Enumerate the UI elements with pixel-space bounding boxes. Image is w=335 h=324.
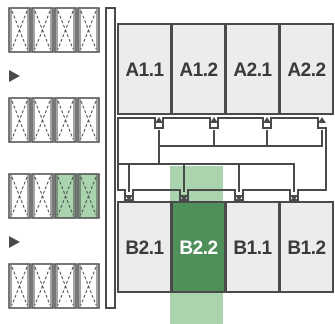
arrow-up-icon — [318, 117, 326, 123]
arrow-down-icon — [290, 195, 298, 201]
legend-row — [8, 263, 100, 309]
top-cell: A1.2 — [171, 23, 226, 115]
arrow-down-icon — [125, 195, 133, 201]
bottom-cell: B1.2 — [279, 201, 334, 293]
cell-label: A2.2 — [287, 60, 325, 81]
routing-network — [117, 117, 327, 201]
right-triangle-icon — [9, 236, 20, 248]
legend-block — [77, 263, 100, 309]
route-wires — [118, 130, 323, 192]
routing-arrowheads — [125, 117, 326, 201]
bottom-cell: B2.2 — [171, 201, 226, 293]
cell-label: B1.2 — [287, 238, 325, 259]
legend-rows — [8, 7, 100, 309]
legend-block — [8, 97, 31, 143]
cell-label: A1.1 — [125, 60, 164, 81]
bottom-cell-row: B2.1 B2.2 B1.1 B1.2 — [117, 201, 334, 293]
top-cell-row: A1.1 A1.2 A2.1 A2.2 — [117, 23, 334, 115]
cell-label: B1.1 — [233, 238, 272, 259]
cell-label: B2.2 — [179, 238, 217, 259]
legend-block — [8, 7, 31, 53]
legend-block — [54, 7, 77, 53]
cell-label: B2.1 — [125, 238, 164, 259]
arrow-down-icon — [235, 195, 243, 201]
right-triangle-icon — [9, 70, 20, 82]
legend-block — [54, 97, 77, 143]
legend-block — [54, 173, 77, 219]
cell-label: A2.1 — [233, 60, 272, 81]
legend-block — [54, 263, 77, 309]
legend-block — [31, 263, 54, 309]
bottom-cell: B2.1 — [117, 201, 172, 293]
legend-block — [8, 173, 31, 219]
arrow-down-icon — [180, 195, 188, 201]
legend-block — [31, 7, 54, 53]
top-cell: A1.1 — [117, 23, 172, 115]
arrow-up-icon — [263, 117, 271, 123]
legend-row — [8, 7, 100, 53]
bottom-cell: B1.1 — [225, 201, 280, 293]
arrow-up-icon — [210, 117, 218, 123]
legend-block — [77, 97, 100, 143]
cell-label: A1.2 — [179, 60, 217, 81]
legend-row — [8, 97, 100, 143]
top-cell: A2.2 — [279, 23, 334, 115]
legend-block — [31, 97, 54, 143]
legend-block — [77, 173, 100, 219]
top-cell: A2.1 — [225, 23, 280, 115]
route-channel-outer — [117, 117, 327, 201]
legend-row — [8, 173, 100, 219]
arrow-up-icon — [155, 117, 163, 123]
legend-block — [77, 7, 100, 53]
legend-block — [8, 263, 31, 309]
divider-bar — [105, 7, 116, 309]
legend-block — [31, 173, 54, 219]
